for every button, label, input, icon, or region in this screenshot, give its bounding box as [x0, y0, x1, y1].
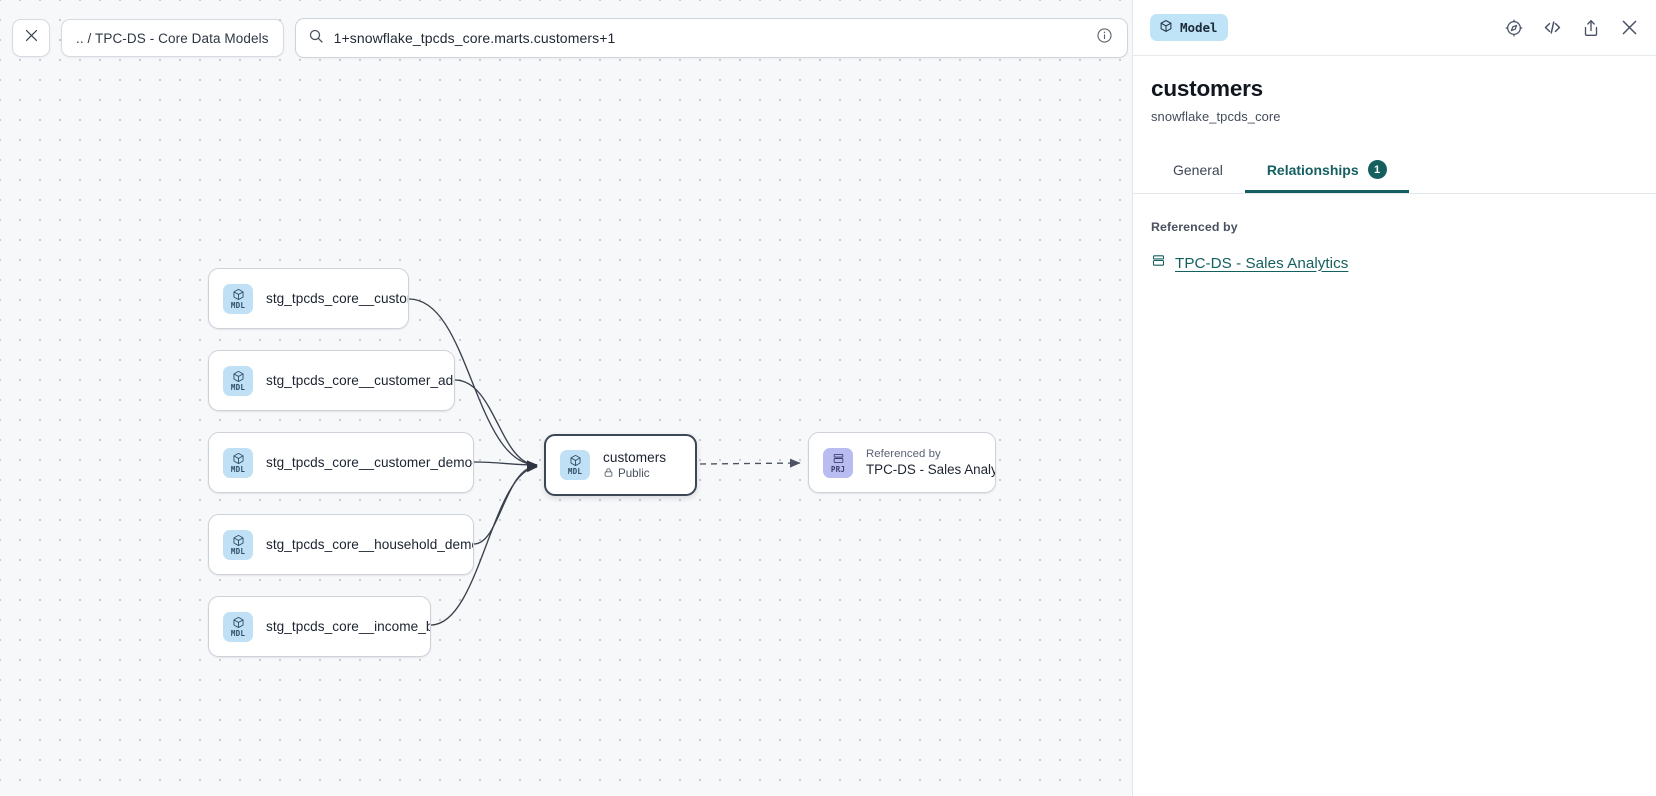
panel-header: Model [1133, 0, 1656, 56]
tab-relationships-label: Relationships [1266, 161, 1359, 178]
node-body: Referenced by TPC-DS - Sales Analytics [866, 448, 995, 477]
node-title: stg_tpcds_core__customer_address [266, 373, 454, 388]
code-icon[interactable] [1542, 17, 1563, 38]
mdl-badge-label: MDL [230, 300, 246, 310]
node-title: stg_tpcds_core__income_band [266, 619, 430, 634]
mdl-badge: MDL [223, 447, 253, 478]
mdl-badge-label: MDL [230, 546, 246, 556]
node-body: stg_tpcds_core__customer [266, 291, 408, 306]
graph-node-upstream-1[interactable]: MDL stg_tpcds_core__customer [208, 268, 409, 329]
lineage-search-box[interactable]: 1+snowflake_tpcds_core.marts.customers+1 [294, 18, 1128, 58]
close-x-icon [23, 27, 40, 49]
canvas-toolbar: .. / TPC-DS - Core Data Models 1+snowfla… [12, 18, 1132, 58]
model-type-chip: Model [1150, 14, 1229, 41]
details-panel: Model [1132, 0, 1656, 796]
node-body: stg_tpcds_core__customer_demogra… [266, 455, 473, 470]
mdl-badge-label: MDL [230, 382, 246, 392]
mdl-badge-label: MDL [567, 467, 583, 476]
graph-node-upstream-4[interactable]: MDL stg_tpcds_core__household_demogr… [208, 514, 474, 575]
lineage-canvas[interactable]: .. / TPC-DS - Core Data Models 1+snowfla… [0, 0, 1132, 796]
prj-badge-label: PRJ [830, 464, 846, 474]
cube-icon [232, 534, 245, 547]
cube-icon [569, 454, 582, 467]
mdl-badge: MDL [223, 365, 253, 396]
cube-icon [232, 616, 245, 629]
close-lineage-button[interactable] [12, 19, 50, 57]
prj-badge: PRJ [823, 447, 853, 478]
mdl-badge-label: MDL [230, 464, 246, 474]
info-circle-icon[interactable] [1096, 27, 1113, 49]
cube-icon [232, 452, 245, 465]
project-icon [832, 452, 845, 465]
graph-node-upstream-3[interactable]: MDL stg_tpcds_core__customer_demogra… [208, 432, 474, 493]
explore-compass-icon[interactable] [1504, 18, 1524, 38]
panel-tabs: General Relationships 1 [1133, 151, 1656, 194]
node-title: stg_tpcds_core__customer_demogra… [266, 455, 473, 470]
node-title: customers [603, 449, 667, 465]
tab-relationships[interactable]: Relationships 1 [1244, 151, 1409, 193]
node-body: stg_tpcds_core__customer_address [266, 373, 454, 388]
node-body: stg_tpcds_core__income_band [266, 619, 430, 634]
referenced-by-link[interactable]: TPC-DS - Sales Analytics [1175, 254, 1349, 272]
project-icon [1151, 253, 1166, 273]
list-item[interactable]: TPC-DS - Sales Analytics [1151, 253, 1638, 273]
tab-relationships-count: 1 [1367, 160, 1387, 179]
share-icon[interactable] [1581, 18, 1601, 38]
referenced-by-label: Referenced by [1151, 220, 1238, 234]
node-body: stg_tpcds_core__household_demogr… [266, 537, 473, 552]
page-title: customers [1151, 76, 1263, 101]
mdl-badge: MDL [223, 283, 253, 314]
tab-general-label: General [1173, 161, 1223, 178]
cube-icon [232, 288, 245, 301]
cube-icon [232, 370, 245, 383]
breadcrumb-label: .. / TPC-DS - Core Data Models [76, 30, 269, 46]
mdl-badge: MDL [560, 450, 590, 480]
panel-title-block: customers snowflake_tpcds_core [1133, 56, 1656, 124]
graph-node-upstream-2[interactable]: MDL stg_tpcds_core__customer_address [208, 350, 455, 411]
panel-header-actions [1504, 17, 1640, 38]
graph-node-upstream-5[interactable]: MDL stg_tpcds_core__income_band [208, 596, 431, 657]
search-icon [308, 28, 324, 49]
relationships-content: Referenced by TPC-DS - Sales Analytics [1133, 194, 1656, 273]
graph-node-downstream-project[interactable]: PRJ Referenced by TPC-DS - Sales Analyti… [808, 432, 996, 493]
node-visibility: Public [603, 467, 666, 481]
node-title: TPC-DS - Sales Analytics [866, 462, 995, 477]
node-title: stg_tpcds_core__customer [266, 291, 408, 306]
graph-node-selected-customers[interactable]: MDL customers Public [544, 434, 697, 496]
tab-general[interactable]: General [1151, 151, 1245, 193]
node-kicker: Referenced by [866, 448, 941, 460]
search-input[interactable]: 1+snowflake_tpcds_core.marts.customers+1 [333, 30, 616, 46]
cube-icon [1159, 19, 1173, 36]
model-type-label: Model [1180, 20, 1218, 35]
lineage-graph: MDL stg_tpcds_core__customer MDL [208, 268, 996, 657]
node-visibility-label: Public [618, 467, 650, 480]
close-icon[interactable] [1619, 17, 1640, 38]
node-title: stg_tpcds_core__household_demogr… [266, 537, 473, 552]
breadcrumb[interactable]: .. / TPC-DS - Core Data Models [61, 19, 284, 57]
mdl-badge-label: MDL [230, 628, 246, 638]
mdl-badge: MDL [223, 529, 253, 560]
node-body: customers Public [603, 450, 666, 481]
panel-subtitle: snowflake_tpcds_core [1151, 109, 1281, 124]
mdl-badge: MDL [223, 611, 253, 642]
lock-icon [603, 467, 614, 481]
